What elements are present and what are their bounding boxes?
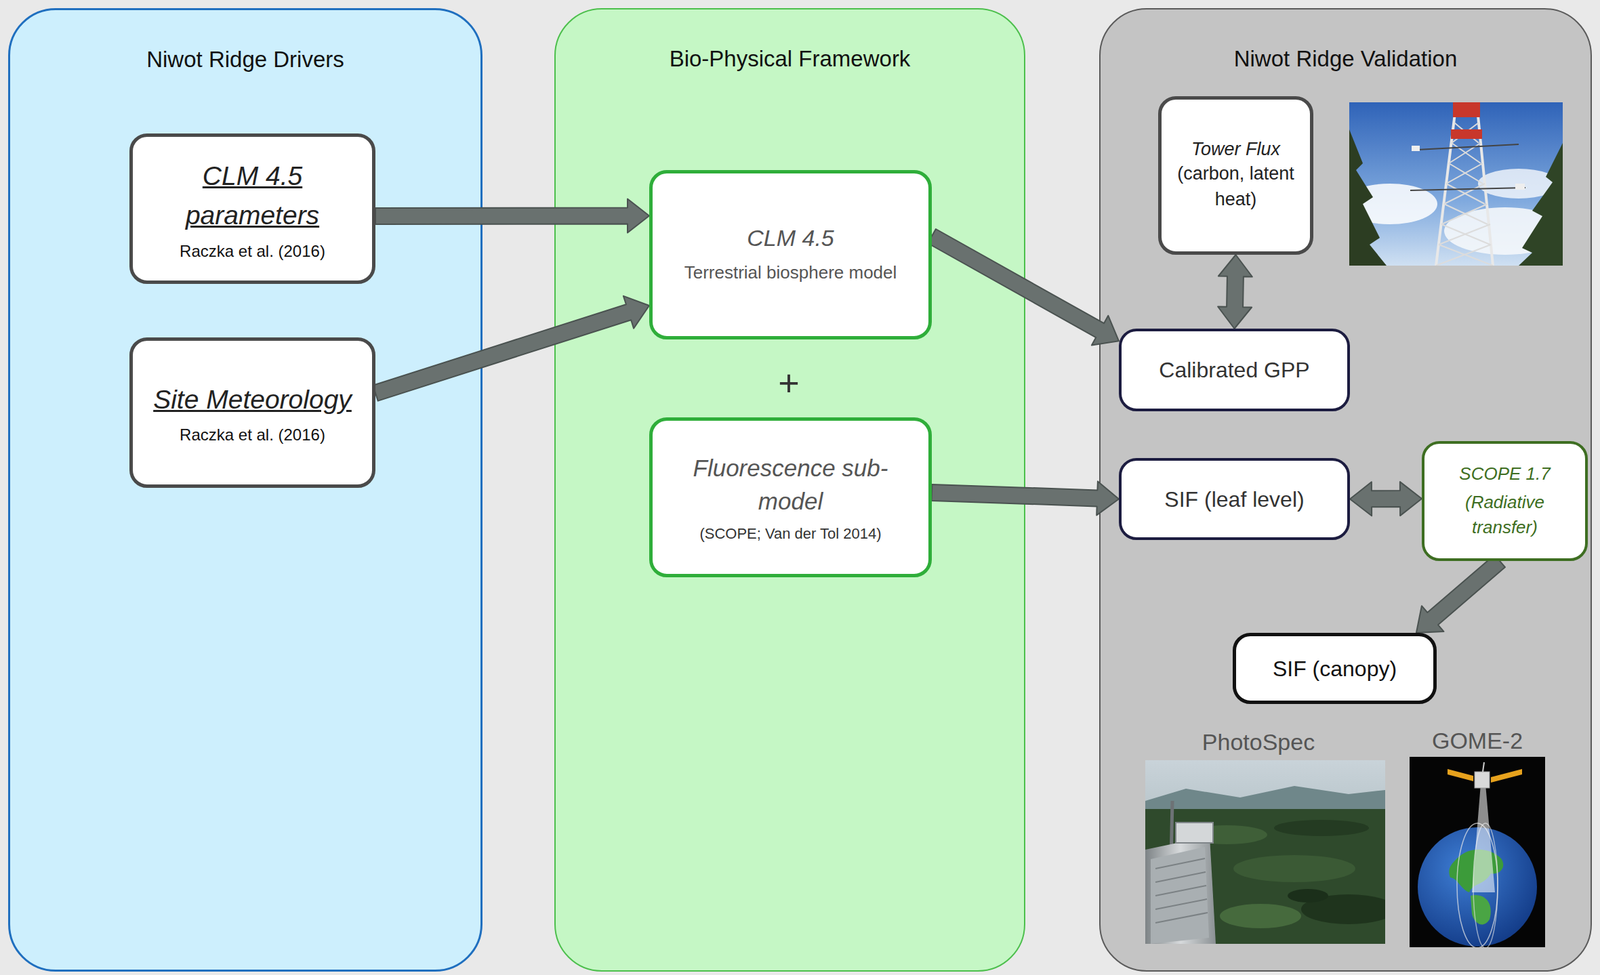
illustration-part: [1444, 183, 1485, 204]
illustration-part: [1155, 858, 1205, 869]
illustration-part: [1444, 203, 1488, 225]
illustration-part: [1219, 904, 1302, 929]
illustration-part: [1482, 762, 1485, 772]
illustration-part: [1155, 885, 1207, 896]
illustration-part: [1446, 183, 1485, 204]
process-box: SIF (canopy): [1232, 632, 1437, 705]
process-box: SIF (leaf level): [1118, 458, 1350, 541]
node-heading: Site Meteorology: [153, 380, 352, 421]
node-heading: Tower Flux: [1191, 138, 1281, 162]
node-body: Terrestrial biosphere model: [684, 259, 898, 286]
satellite-image: [1409, 756, 1546, 948]
illustration-part: [1518, 142, 1563, 266]
block-arrow: [375, 199, 650, 234]
block-arrow: [931, 481, 1119, 516]
node-body: Raczka et al. (2016): [179, 424, 326, 446]
block-arrow: [927, 229, 1119, 346]
illustration-part: [1155, 912, 1208, 923]
block-arrow: [1416, 555, 1506, 633]
illustration-part: [1438, 224, 1491, 245]
illustration-part: [1447, 769, 1474, 782]
illustration-part: [1411, 145, 1420, 152]
node-body: (SCOPE; Van der Tol 2014): [699, 524, 881, 544]
illustration-part: [1438, 244, 1493, 266]
process-box: Fluorescence sub-model (SCOPE; Van der To…: [649, 417, 932, 578]
node-body: (carbon, latent heat): [1172, 161, 1300, 213]
illustration-part: [1349, 129, 1387, 266]
process-box: CLM 4.5Terrestrial biosphere model: [649, 170, 932, 340]
panel-title: Niwot Ridge Drivers: [10, 45, 481, 74]
node-heading: CLM 4.5: [746, 223, 835, 253]
node-body: (Radiative transfer): [1435, 489, 1575, 540]
node-heading: CLM 4.5 parameters: [143, 156, 362, 236]
illustration-part: [1448, 163, 1483, 184]
illustration-part: [1155, 899, 1207, 910]
plus-sign: +: [777, 361, 800, 404]
block-arrow: [1217, 254, 1253, 329]
process-box: SCOPE 1.7 (Radiative transfer): [1421, 441, 1588, 562]
tower-photo: [1349, 102, 1563, 266]
process-box: Site MeteorologyRaczka et al. (2016): [129, 337, 376, 488]
illustration-part: [1471, 784, 1495, 893]
image-caption: PhotoSpec: [1202, 729, 1315, 756]
process-box: Tower Flux(carbon, latent heat): [1158, 96, 1314, 255]
illustration-part: [1287, 889, 1329, 903]
process-box: Calibrated GPP: [1118, 328, 1350, 412]
illustration-part: [1410, 187, 1526, 191]
panel-region: Niwot Ridge DriversCLM 4.5 parametersRac…: [8, 8, 483, 972]
panel-title: Bio-Physical Framework: [555, 44, 1024, 73]
illustration-part: [1515, 183, 1525, 190]
node-heading: Fluorescence sub-model: [663, 451, 918, 518]
node-heading: Calibrated GPP: [1158, 356, 1310, 384]
illustration-part: [1450, 129, 1483, 139]
panel-title: Niwot Ridge Validation: [1100, 44, 1591, 73]
node-heading: SIF (leaf level): [1164, 485, 1304, 514]
illustration-part: [1474, 771, 1490, 789]
illustration-part: [1441, 203, 1488, 225]
illustration-part: [1155, 872, 1206, 883]
illustration-part: [1175, 822, 1214, 844]
image-caption: GOME-2: [1431, 727, 1523, 755]
illustration-part: [1446, 163, 1483, 184]
illustration-part: [1441, 224, 1491, 245]
illustration-part: [1409, 756, 1546, 948]
node-heading: SCOPE 1.7: [1459, 462, 1550, 486]
process-box: CLM 4.5 parametersRaczka et al. (2016): [129, 133, 376, 284]
illustration-part: [1150, 847, 1209, 945]
block-arrow: [1349, 481, 1422, 516]
node-heading: SIF (canopy): [1272, 655, 1397, 683]
photospec-photo: [1145, 760, 1386, 945]
illustration-part: [1274, 819, 1369, 837]
illustration-part: [1417, 144, 1519, 150]
node-body: Raczka et al. (2016): [179, 241, 326, 262]
illustration-part: [1436, 244, 1491, 266]
illustration-part: [1452, 102, 1481, 118]
block-arrow: [372, 296, 650, 402]
illustration-part: [1233, 855, 1356, 883]
illustration-part: [1490, 769, 1523, 783]
illustration-part: [1145, 836, 1216, 945]
